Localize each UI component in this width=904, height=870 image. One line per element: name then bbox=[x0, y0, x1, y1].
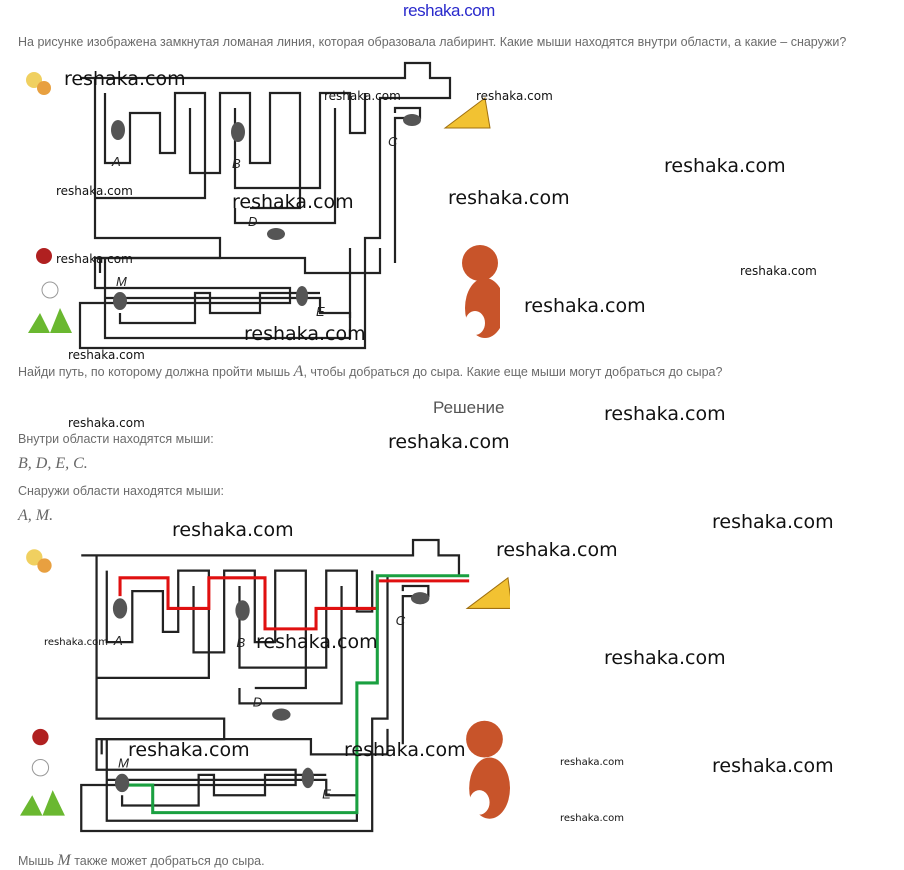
watermark: reshaka.com bbox=[56, 184, 133, 198]
cat-icon bbox=[462, 245, 500, 338]
task2-text: Найди путь, по которому должна пройти мы… bbox=[18, 363, 723, 380]
watermark: reshaka.com bbox=[560, 757, 624, 768]
flower-icon bbox=[20, 759, 65, 816]
maze-walls bbox=[80, 538, 461, 833]
label-b: B bbox=[232, 156, 241, 171]
maze-illustration: A B C D E M bbox=[26, 61, 500, 350]
watermark: reshaka.com bbox=[712, 755, 834, 777]
butterfly-icon bbox=[26, 72, 51, 95]
mouse-c-icon bbox=[403, 114, 421, 126]
watermark: reshaka.com bbox=[560, 813, 624, 824]
watermark: reshaka.com bbox=[388, 431, 510, 453]
watermark: reshaka.com bbox=[448, 187, 570, 209]
mouse-icons bbox=[112, 592, 430, 793]
watermark: reshaka.com bbox=[64, 68, 186, 90]
watermark: reshaka.com bbox=[604, 647, 726, 669]
inside-label: Внутри области находятся мыши: bbox=[18, 432, 214, 446]
watermark: reshaka.com bbox=[712, 511, 834, 533]
watermark: reshaka.com bbox=[172, 519, 294, 541]
watermark: reshaka.com bbox=[324, 89, 401, 103]
question-text: На рисунке изображена замкнутая ломаная … bbox=[18, 35, 847, 49]
flower-icon bbox=[28, 281, 72, 333]
watermark: reshaka.com bbox=[232, 191, 354, 213]
site-link[interactable]: reshaka.com bbox=[403, 1, 495, 20]
mouse-a-icon bbox=[111, 120, 125, 140]
watermark: reshaka.com bbox=[68, 416, 145, 430]
label-a: A bbox=[113, 633, 123, 648]
label-c: C bbox=[388, 134, 398, 149]
watermark: reshaka.com bbox=[244, 323, 366, 345]
watermark: reshaka.com bbox=[740, 264, 817, 278]
cheese-icon bbox=[443, 97, 491, 129]
watermark: reshaka.com bbox=[256, 631, 378, 653]
mouse-m-icon bbox=[114, 773, 130, 793]
watermark: reshaka.com bbox=[68, 348, 145, 362]
mouse-m-icon bbox=[113, 292, 127, 310]
watermark: reshaka.com bbox=[496, 539, 618, 561]
mouse-c-icon bbox=[410, 592, 430, 605]
watermark: reshaka.com bbox=[604, 403, 726, 425]
ladybug-icon bbox=[32, 728, 49, 746]
label-e: E bbox=[316, 304, 325, 319]
outside-label: Снаружи области находятся мыши: bbox=[18, 484, 224, 498]
watermark: reshaka.com bbox=[56, 252, 133, 266]
maze-walls bbox=[78, 61, 452, 350]
watermark: reshaka.com bbox=[476, 89, 553, 103]
label-d: D bbox=[253, 694, 263, 709]
mouse-m-path bbox=[122, 574, 470, 815]
watermark: reshaka.com bbox=[44, 637, 108, 648]
label-e: E bbox=[322, 786, 331, 801]
watermark: reshaka.com bbox=[664, 155, 786, 177]
mouse-e-icon bbox=[301, 767, 314, 789]
watermark: reshaka.com bbox=[344, 739, 466, 761]
final-text: Мышь M также может добраться до сыра. bbox=[18, 852, 265, 869]
cheese-icon bbox=[465, 576, 510, 609]
mouse-d-icon bbox=[267, 228, 285, 240]
watermark: reshaka.com bbox=[128, 739, 250, 761]
label-m: M bbox=[116, 274, 127, 289]
solution-heading: Решение bbox=[433, 398, 505, 417]
butterfly-icon bbox=[26, 549, 52, 573]
label-c: C bbox=[396, 613, 406, 628]
solution-maze-illustration: A B C D E M bbox=[20, 538, 510, 833]
label-d: D bbox=[248, 214, 257, 229]
watermark: reshaka.com bbox=[524, 295, 646, 317]
outside-mice: A, M. bbox=[18, 507, 54, 524]
ladybug-icon bbox=[36, 248, 52, 264]
mouse-b-icon bbox=[231, 122, 245, 142]
mouse-b-icon bbox=[235, 600, 250, 621]
label-b: B bbox=[236, 635, 245, 650]
mouse-a-icon bbox=[112, 598, 128, 619]
mouse-e-icon bbox=[296, 286, 308, 306]
mouse-d-icon bbox=[272, 708, 291, 721]
cat-icon bbox=[466, 720, 510, 819]
label-a: A bbox=[111, 154, 121, 169]
mouse-icons bbox=[111, 114, 421, 310]
label-m: M bbox=[118, 756, 130, 771]
inside-mice: B, D, E, C. bbox=[18, 455, 88, 472]
